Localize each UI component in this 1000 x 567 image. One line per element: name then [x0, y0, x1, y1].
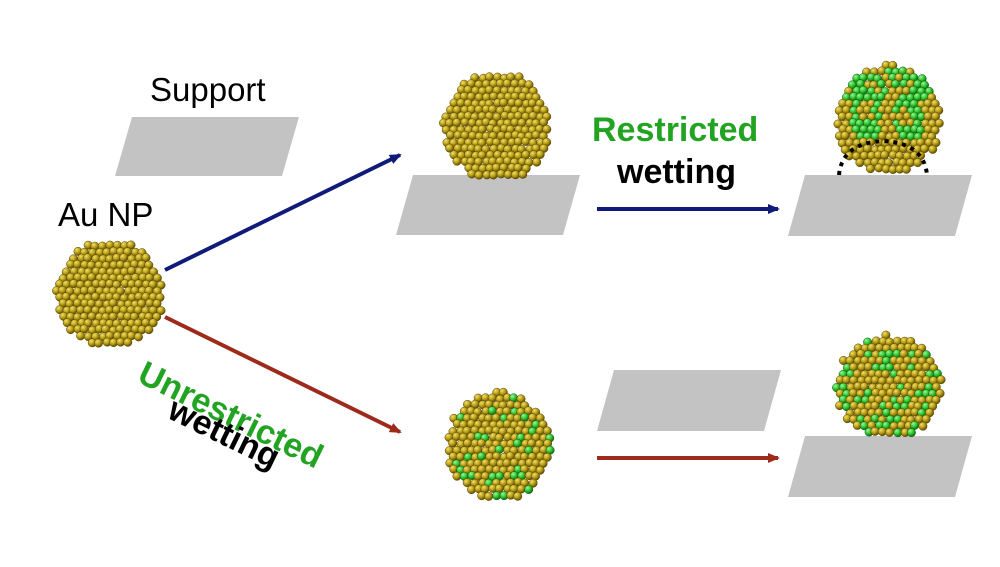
support-legend-icon: [115, 117, 299, 176]
green-atom: [906, 428, 916, 438]
au-nanoparticle-unrestricted: [444, 387, 555, 501]
au-nanoparticle-on-support: [439, 72, 552, 180]
restricted-wetting-label: wetting: [617, 153, 736, 191]
gold-atom: [532, 157, 542, 167]
gold-atom: [502, 78, 512, 88]
gold-atom: [913, 158, 923, 168]
support-bottom-right: [788, 436, 972, 497]
gold-atom: [152, 299, 162, 309]
arrow-red-diagonal: [164, 315, 402, 434]
gold-atom: [921, 362, 931, 372]
support-top-middle: [396, 175, 580, 235]
gold-atom: [452, 156, 462, 166]
gold-atom: [901, 164, 911, 174]
gold-atom: [94, 338, 103, 348]
gold-atom: [918, 421, 928, 431]
gold-atom: [66, 325, 76, 335]
gold-atom: [865, 164, 875, 174]
au-nanoparticle-unrestricted-wetting: [832, 330, 946, 438]
support-top-right: [788, 175, 972, 236]
gold-atom: [935, 388, 945, 398]
gold-atom: [513, 491, 523, 501]
green-atom: [524, 485, 534, 494]
gold-atom: [928, 144, 938, 154]
gold-atom: [535, 465, 545, 475]
gold-atom: [446, 130, 455, 140]
gold-atom: [448, 438, 458, 448]
au-np-label: Au NP: [58, 196, 154, 233]
gold-atom: [542, 452, 552, 462]
arrow-blue-diagonal: [164, 153, 402, 272]
gold-atom: [152, 273, 162, 283]
support-bottom-middle: [597, 370, 781, 431]
gold-atom: [134, 332, 143, 342]
gold-atom: [535, 150, 545, 159]
green-atom: [492, 491, 502, 501]
gold-atom: [934, 118, 944, 128]
support-label: Support: [150, 71, 266, 108]
restricted-label: Restricted: [592, 111, 759, 149]
gold-atom: [531, 130, 541, 140]
gold-atom: [463, 438, 473, 448]
green-atom: [921, 350, 931, 360]
au-nanoparticle-restricted-wetting: [833, 60, 944, 174]
gold-atom: [156, 306, 166, 316]
gold-atom: [914, 349, 924, 359]
gold-atom: [518, 169, 528, 179]
gold-atom: [488, 170, 498, 180]
gold-atom: [892, 388, 902, 398]
gold-atom: [76, 331, 86, 341]
gold-atom: [885, 427, 894, 437]
gold-atom: [148, 318, 158, 328]
gold-atom: [855, 158, 865, 168]
green-atom: [893, 428, 903, 438]
gold-atom: [521, 137, 531, 146]
gold-atom: [880, 150, 890, 160]
au-nanoparticle-initial: [52, 240, 166, 348]
gold-atom: [474, 170, 484, 180]
gold-atom: [936, 375, 946, 385]
gold-atom: [123, 337, 133, 347]
gold-atom: [840, 131, 850, 141]
gold-atom: [528, 478, 538, 488]
gold-atom: [484, 491, 494, 501]
gold-atom: [144, 325, 154, 335]
green-atom: [520, 412, 530, 422]
gold-atom: [931, 111, 940, 121]
